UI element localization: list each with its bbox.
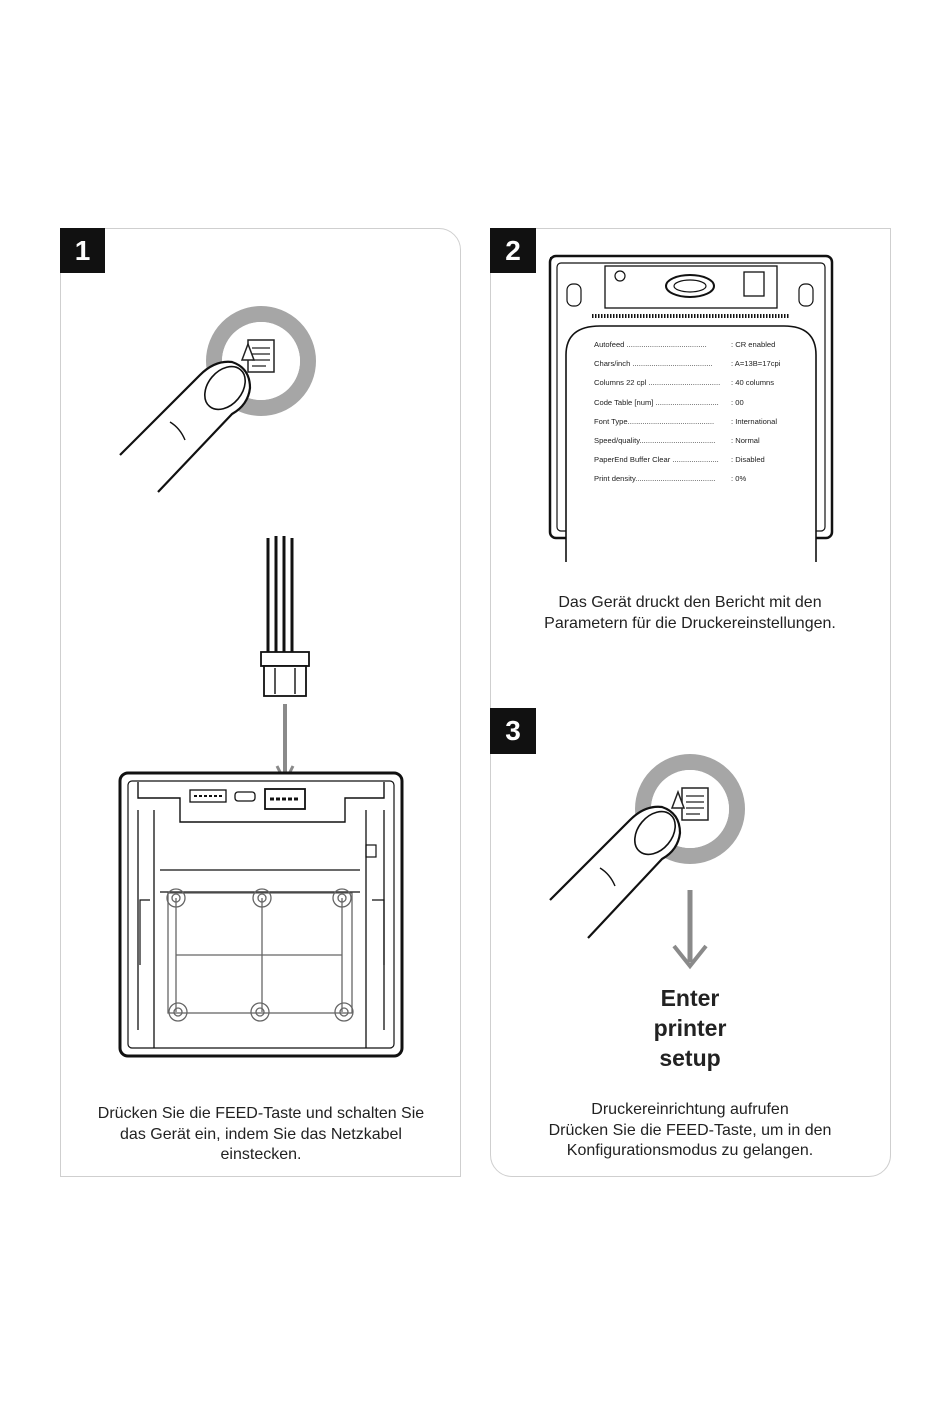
report-row: Speed/quality...........................… [594,435,760,445]
printer-front-icon [548,254,834,562]
arrow-down-icon [275,704,295,786]
step-2-badge: 2 [490,228,536,273]
step-3-caption: Druckereinrichtung aufrufen Drücken Sie … [548,1101,832,1159]
step-1-badge: 1 [60,228,105,273]
report-row: PaperEnd Buffer Clear ..................… [594,455,765,465]
enter-printer-setup-label: Enter printer setup [653,985,727,1071]
power-cable-icon [260,536,310,697]
report-row: Columns 22 cpl .........................… [594,378,775,388]
step-3-badge: 3 [490,708,536,754]
finger-icon-step3 [549,805,682,939]
report-row: Print density...........................… [594,474,747,484]
report-row: Chars/inch .............................… [594,359,781,369]
step-2-caption: Das Gerät druckt den Bericht mit den Par… [544,594,836,632]
settings-report: Autofeed ...............................… [594,340,814,494]
printer-back-icon [118,771,404,1058]
step-1-caption: Drücken Sie die FEED-Taste und schalten … [97,1105,425,1163]
report-row: Font Type...............................… [594,416,778,426]
report-row: Autofeed ...............................… [594,340,776,349]
report-row: Code Table [num] .......................… [594,397,744,407]
finger-icon [119,360,252,493]
arrow-down-icon-step3 [672,890,708,970]
